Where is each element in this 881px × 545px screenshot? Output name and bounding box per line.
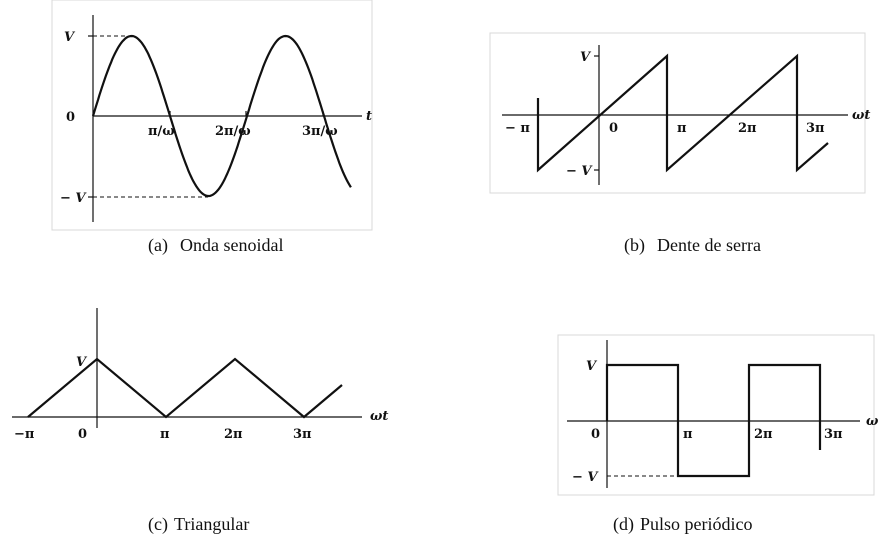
panel-a-tick-label-3: 3π/ω <box>302 124 338 139</box>
panel-a-label-t: t <box>366 109 372 124</box>
panel-d-pulse-curve <box>605 363 822 478</box>
panel-b-label-negv: − V <box>566 164 593 179</box>
panel-a-label-zero: 0 <box>66 110 75 125</box>
panel-d-tick-label-3: 3π <box>824 427 843 442</box>
caption-a: (a) Onda senoidal <box>148 235 283 256</box>
panel-a-tick-label-1: π/ω <box>148 124 175 139</box>
caption-d-letter: (d) <box>613 514 634 534</box>
panel-d-tick-label-2: 2π <box>754 427 773 442</box>
panel-b-frame <box>489 32 866 194</box>
panel-d-frame <box>557 334 875 496</box>
panel-c-triangular: V 0 ωt −π π 2π 3π <box>12 308 388 442</box>
caption-b-text: Dente de serra <box>657 235 761 255</box>
panel-b-tick-label-1: π <box>677 121 687 136</box>
panel-c-label-zero: 0 <box>78 427 87 442</box>
caption-b: (b) Dente de serra <box>624 235 761 256</box>
caption-b-letter: (b) <box>624 235 645 255</box>
panel-c-label-v: V <box>76 355 88 370</box>
panel-d-label-axis: ω <box>866 414 879 429</box>
panel-a-label-v: V <box>64 30 76 45</box>
panel-a-label-negv: − V <box>60 191 87 206</box>
panel-a-sine: V − V 0 t π/ω 2π/ω 3π/ω <box>51 0 373 231</box>
panel-b-label-neg-pi: − π <box>505 121 530 136</box>
panel-c-label-neg-pi: −π <box>14 427 35 442</box>
panel-d-label-negv: − V <box>572 470 599 485</box>
caption-d-text: Pulso periódico <box>640 514 753 534</box>
panel-b-label-v: V <box>580 50 592 65</box>
panel-c-triangle-curve <box>27 357 343 419</box>
panel-a-sine-curve <box>91 34 352 198</box>
panel-a-frame <box>51 0 373 231</box>
panel-a-tick-label-2: 2π/ω <box>215 124 251 139</box>
panel-d-label-v: V <box>586 359 598 374</box>
caption-c-letter: (c) <box>148 514 168 534</box>
panel-b-label-zero: 0 <box>609 121 618 136</box>
panel-b-label-wt: ωt <box>852 108 870 123</box>
caption-a-letter: (a) <box>148 235 168 255</box>
panel-c-tick-label-2: 2π <box>224 427 243 442</box>
panel-d-tick-label-1: π <box>683 427 693 442</box>
panel-d-label-zero: 0 <box>591 427 600 442</box>
caption-a-text: Onda senoidal <box>179 235 284 255</box>
panel-d-pulse: V − V 0 ω π 2π 3π <box>557 334 879 496</box>
panel-b-sawtooth-curve <box>536 53 829 173</box>
panel-b-sawtooth: V − V 0 ωt − π π 2π 3π <box>489 32 870 194</box>
panel-b-tick-label-2: 2π <box>738 121 757 136</box>
panel-b-tick-label-3: 3π <box>806 121 825 136</box>
caption-c: (c)Triangular <box>148 514 249 535</box>
panel-c-tick-label-3: 3π <box>293 427 312 442</box>
caption-d: (d) Pulso periódico <box>613 514 753 535</box>
caption-c-text: Triangular <box>173 514 250 534</box>
panel-c-label-wt: ωt <box>370 409 388 424</box>
panel-c-tick-label-1: π <box>160 427 170 442</box>
